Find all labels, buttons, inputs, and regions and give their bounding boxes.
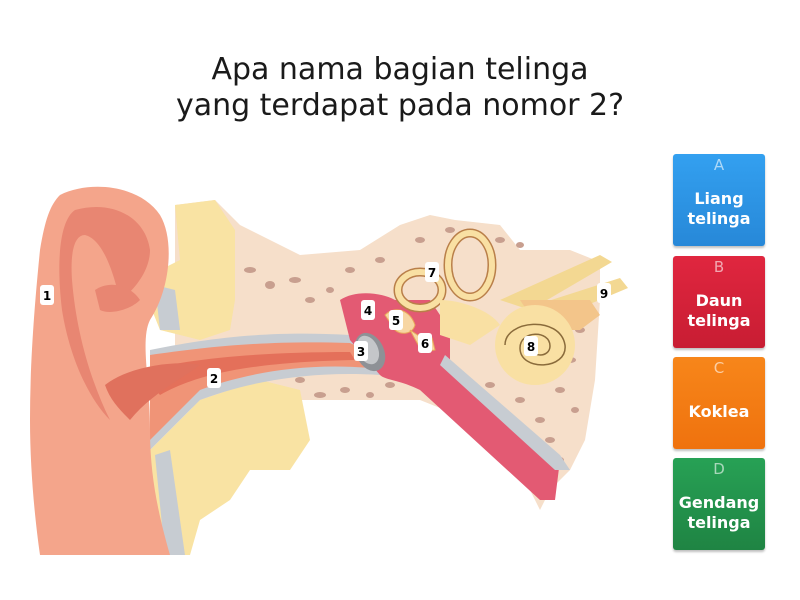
- svg-text:3: 3: [357, 345, 365, 359]
- svg-text:8: 8: [527, 340, 535, 354]
- label-7: 7: [425, 262, 439, 282]
- svg-text:5: 5: [392, 314, 400, 328]
- answer-letter: B: [713, 258, 725, 276]
- question-line-2: yang terdapat pada nomor 2?: [175, 88, 625, 123]
- label-1: 1: [40, 285, 54, 305]
- label-8: 8: [524, 336, 538, 356]
- label-3: 3: [354, 341, 368, 361]
- answer-letter: C: [713, 359, 725, 377]
- question-line-1: Apa nama bagian telinga: [211, 52, 589, 87]
- answer-label: Koklea: [688, 402, 750, 421]
- svg-text:6: 6: [421, 337, 429, 351]
- answer-letter: A: [713, 156, 725, 174]
- svg-text:1: 1: [43, 289, 51, 303]
- label-2: 2: [207, 368, 221, 388]
- label-6: 6: [418, 333, 432, 353]
- question-text: Apa nama bagian telinga yang terdapat pa…: [100, 52, 700, 124]
- label-4: 4: [361, 300, 375, 320]
- svg-text:9: 9: [600, 287, 608, 301]
- svg-text:4: 4: [364, 304, 372, 318]
- answer-option-c[interactable]: C Koklea: [673, 357, 765, 449]
- answer-letter: D: [713, 460, 725, 478]
- svg-text:7: 7: [428, 266, 436, 280]
- label-5: 5: [389, 310, 403, 330]
- ear-diagram: 1 2 3 4 5 6 7 8 9: [0, 150, 660, 570]
- label-9: 9: [597, 283, 611, 303]
- svg-text:2: 2: [210, 372, 218, 386]
